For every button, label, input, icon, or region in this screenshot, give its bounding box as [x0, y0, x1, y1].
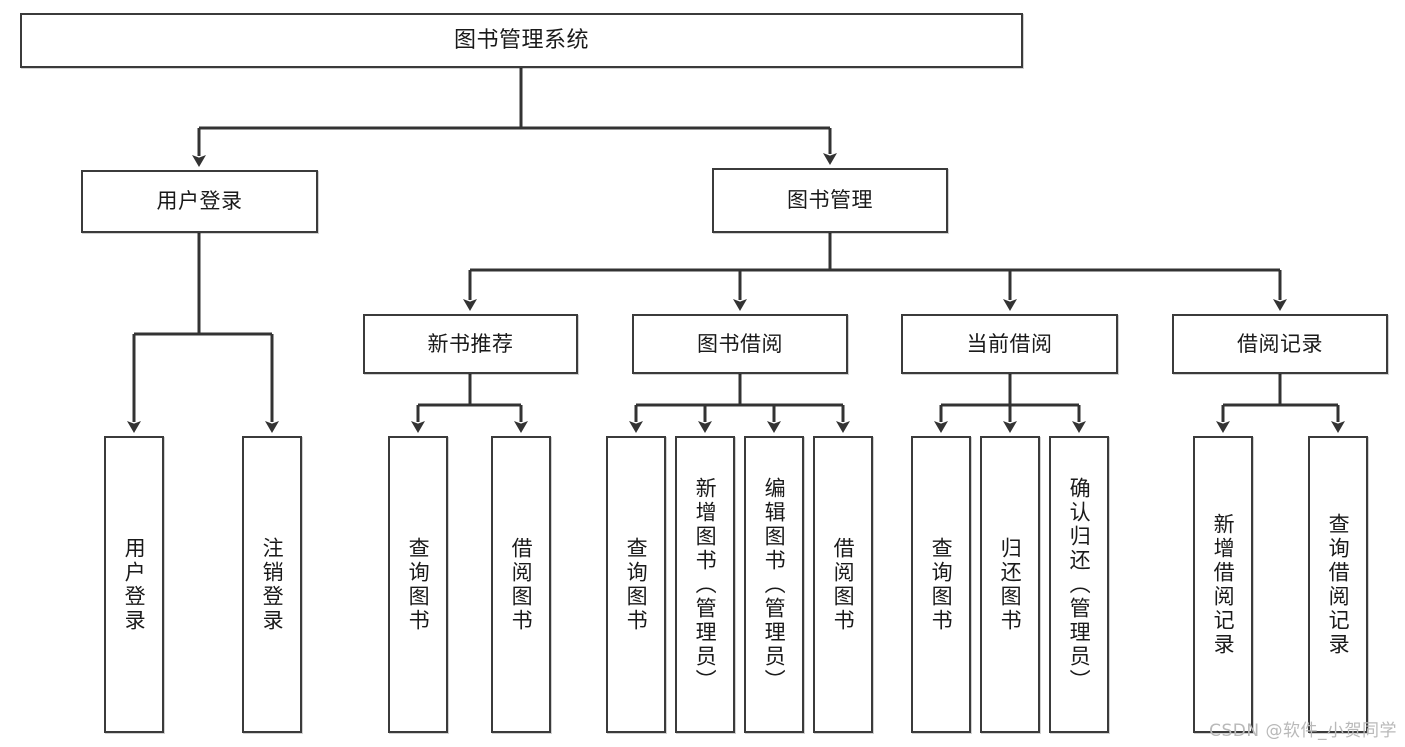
node-leaf-user-login[interactable]: 用户登录 — [104, 436, 164, 733]
node-root-label: 图书管理系统 — [453, 27, 589, 53]
node-new-book-recommend-label: 新书推荐 — [427, 331, 514, 356]
node-leaf-borrow-book-1-label: 借阅图书 — [509, 536, 534, 633]
watermark: CSDN @软件_小贺同学 — [1209, 721, 1397, 741]
node-leaf-add-record-label: 新增借阅记录 — [1211, 512, 1236, 657]
node-leaf-query-record[interactable]: 查询借阅记录 — [1308, 436, 1368, 733]
node-leaf-query-book-2-label: 查询图书 — [624, 536, 649, 633]
node-leaf-borrow-book-2-label: 借阅图书 — [831, 536, 856, 633]
node-leaf-user-login-label: 用户登录 — [122, 536, 147, 633]
node-leaf-return-book[interactable]: 归还图书 — [980, 436, 1040, 733]
node-user-login-label: 用户登录 — [156, 189, 243, 214]
node-leaf-confirm-return[interactable]: 确认归还（管理员） — [1049, 436, 1109, 733]
node-book-borrow-label: 图书借阅 — [697, 331, 783, 356]
node-book-manage-label: 图书管理 — [787, 188, 873, 213]
node-leaf-add-record[interactable]: 新增借阅记录 — [1193, 436, 1253, 733]
node-current-borrow-label: 当前借阅 — [966, 331, 1053, 356]
node-leaf-edit-book-label: 编辑图书（管理员） — [762, 476, 787, 693]
node-leaf-query-book-2[interactable]: 查询图书 — [606, 436, 666, 733]
node-leaf-logout[interactable]: 注销登录 — [242, 436, 302, 733]
node-leaf-add-book[interactable]: 新增图书（管理员） — [675, 436, 735, 733]
node-leaf-query-book-1[interactable]: 查询图书 — [388, 436, 448, 733]
node-leaf-logout-label: 注销登录 — [260, 536, 285, 633]
node-leaf-return-book-label: 归还图书 — [998, 536, 1023, 633]
node-book-borrow[interactable]: 图书借阅 — [632, 314, 848, 374]
node-borrow-record[interactable]: 借阅记录 — [1172, 314, 1388, 374]
node-current-borrow[interactable]: 当前借阅 — [901, 314, 1118, 374]
node-leaf-query-book-3-label: 查询图书 — [929, 536, 954, 633]
node-leaf-borrow-book-2[interactable]: 借阅图书 — [813, 436, 873, 733]
node-borrow-record-label: 借阅记录 — [1237, 331, 1323, 356]
node-leaf-query-book-1-label: 查询图书 — [406, 536, 431, 633]
node-leaf-query-book-3[interactable]: 查询图书 — [911, 436, 971, 733]
node-book-manage[interactable]: 图书管理 — [712, 168, 948, 233]
node-leaf-edit-book[interactable]: 编辑图书（管理员） — [744, 436, 804, 733]
node-new-book-recommend[interactable]: 新书推荐 — [363, 314, 578, 374]
node-leaf-query-record-label: 查询借阅记录 — [1326, 512, 1351, 657]
node-leaf-add-book-label: 新增图书（管理员） — [693, 476, 718, 693]
node-leaf-confirm-return-label: 确认归还（管理员） — [1067, 476, 1092, 693]
node-root[interactable]: 图书管理系统 — [20, 13, 1023, 68]
node-user-login[interactable]: 用户登录 — [81, 170, 318, 233]
node-leaf-borrow-book-1[interactable]: 借阅图书 — [491, 436, 551, 733]
